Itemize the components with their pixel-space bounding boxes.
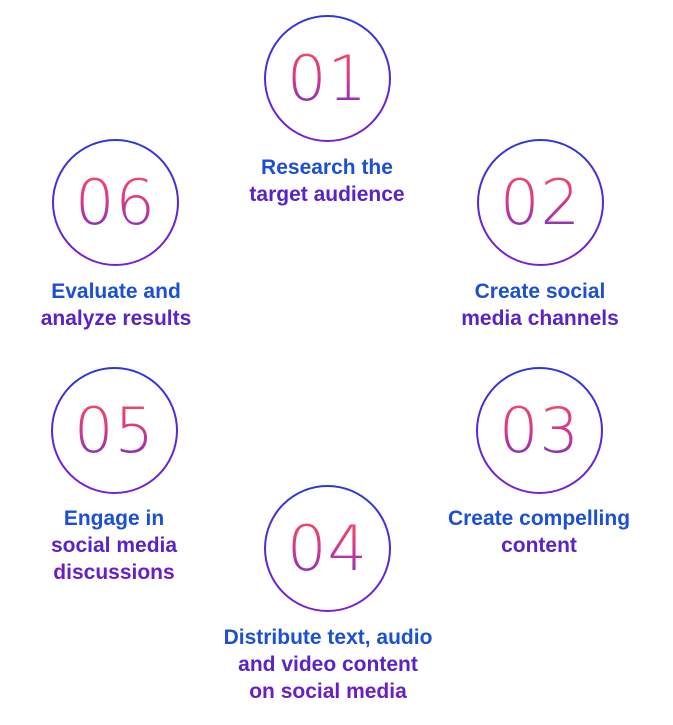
step-04-label: Distribute text, audio and video content…: [223, 626, 433, 703]
step-02-label: Create social media channels: [461, 280, 619, 330]
step-03-label: Create compelling content: [447, 507, 631, 557]
step-02-number: 02: [500, 165, 581, 239]
step-03-circle: 03: [476, 367, 603, 494]
step-01-label: Research the target audience: [249, 156, 405, 206]
step-01-circle: 01: [264, 15, 391, 142]
step-05-label: Engage in social media discussions: [50, 507, 178, 584]
step-04-circle: 04: [264, 485, 391, 612]
step-06-number: 06: [75, 165, 156, 239]
step-02-circle: 02: [477, 139, 604, 266]
step-01-number: 01: [287, 41, 368, 115]
step-05-number: 05: [74, 393, 155, 467]
step-03-number: 03: [499, 393, 580, 467]
step-06-label: Evaluate and analyze results: [40, 280, 192, 330]
step-04-number: 04: [287, 511, 368, 585]
step-05-circle: 05: [51, 367, 178, 494]
step-06-circle: 06: [52, 139, 179, 266]
